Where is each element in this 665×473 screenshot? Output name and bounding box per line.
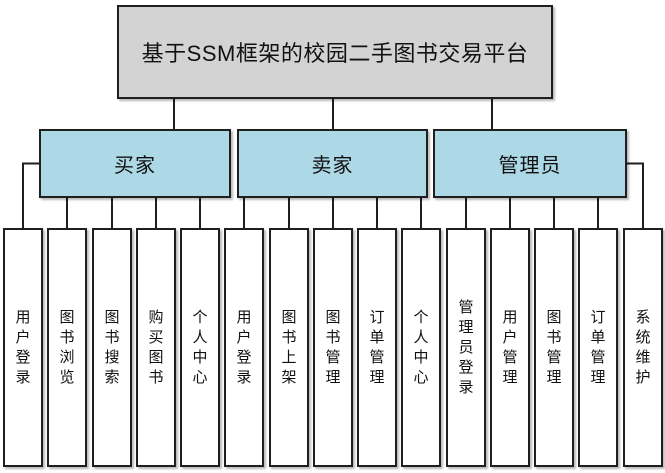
leaf-seller-user-login: 用户登录 — [224, 228, 264, 467]
leaf-admin-order-manage: 订单管理 — [578, 228, 618, 467]
leaf-seller-personal-center: 个人中心 — [401, 228, 441, 467]
leaf-label: 用户登录 — [15, 308, 31, 386]
leaf-label: 图书上架 — [281, 308, 297, 386]
leaf-admin-user-manage: 用户管理 — [490, 228, 530, 467]
leaf-label: 图书管理 — [325, 308, 341, 386]
leaf-buyer-book-browse: 图书浏览 — [47, 228, 87, 467]
leaf-label: 图书浏览 — [59, 308, 75, 386]
connector-admin-leaf5-elbow — [626, 162, 644, 229]
leaf-seller-order-manage: 订单管理 — [357, 228, 397, 467]
leaf-admin-login: 管理员登录 — [446, 228, 486, 467]
node-seller: 卖家 — [237, 129, 428, 198]
connector-buyer-leaf1-elbow — [22, 162, 40, 229]
leaf-buyer-personal-center: 个人中心 — [180, 228, 220, 467]
leaf-label: 用户管理 — [502, 308, 518, 386]
root-label: 基于SSM框架的校园二手图书交易平台 — [141, 41, 529, 66]
leaf-label: 图书管理 — [546, 308, 562, 386]
node-platform-root: 基于SSM框架的校园二手图书交易平台 — [117, 5, 553, 99]
leaf-seller-book-listing: 图书上架 — [269, 228, 309, 467]
leaf-seller-book-manage: 图书管理 — [313, 228, 353, 467]
leaf-admin-book-manage: 图书管理 — [534, 228, 574, 467]
leaf-label: 购买图书 — [148, 308, 164, 386]
leaf-buyer-book-purchase: 购买图书 — [136, 228, 176, 467]
leaf-label: 用户登录 — [236, 308, 252, 386]
buyer-label: 买家 — [114, 155, 156, 177]
admin-label: 管理员 — [498, 155, 562, 177]
node-buyer: 买家 — [39, 129, 231, 198]
leaf-label: 个人中心 — [413, 308, 429, 386]
seller-label: 卖家 — [311, 155, 354, 177]
leaf-buyer-user-login: 用户登录 — [3, 228, 43, 467]
leaf-label: 系统维护 — [635, 308, 651, 386]
leaf-admin-system-maintenance: 系统维护 — [623, 228, 663, 467]
leaf-buyer-book-search: 图书搜索 — [92, 228, 132, 467]
leaf-label: 订单管理 — [590, 308, 606, 386]
leaf-label: 管理员登录 — [458, 298, 474, 396]
leaf-label: 个人中心 — [192, 308, 208, 386]
node-admin: 管理员 — [433, 129, 627, 198]
leaf-label: 订单管理 — [369, 308, 385, 386]
leaf-label: 图书搜索 — [104, 308, 120, 386]
